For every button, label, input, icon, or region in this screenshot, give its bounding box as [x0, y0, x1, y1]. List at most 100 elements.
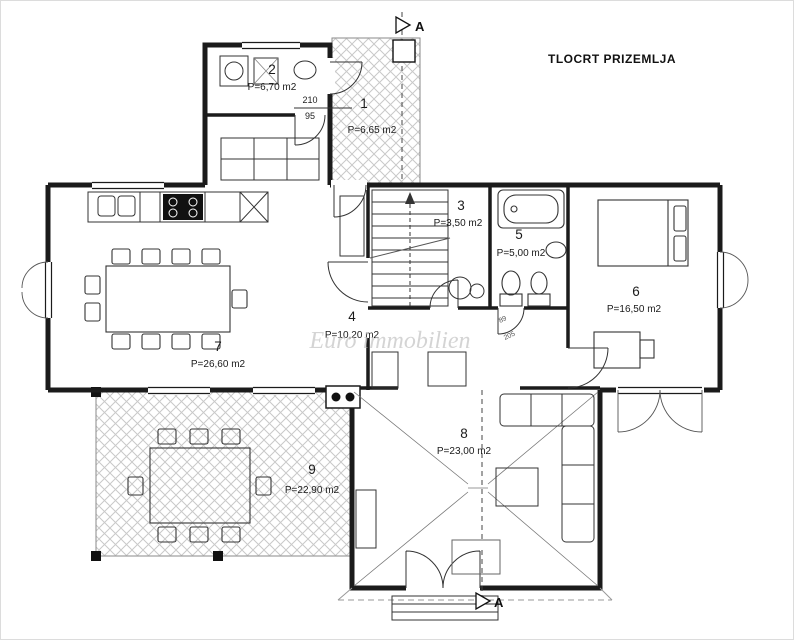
shutter-arcs	[719, 251, 749, 309]
dim-89: 89	[498, 315, 508, 325]
door-dimension: 210 95	[294, 95, 352, 121]
chair	[189, 428, 209, 445]
chair	[171, 248, 191, 265]
wardrobe	[220, 137, 320, 181]
hall-furniture	[339, 195, 467, 389]
dim-205: 205	[503, 330, 517, 341]
drawing-title: TLOCRT PRIZEMLJA	[548, 52, 676, 66]
chair	[231, 289, 248, 309]
bathroom5-fixtures	[497, 189, 567, 307]
pillow	[673, 235, 687, 262]
chair	[201, 333, 221, 350]
room-6-number: 6	[632, 284, 640, 299]
room-7-area: P=26,60 m2	[191, 359, 246, 370]
bidet	[527, 271, 551, 307]
room-5-number: 5	[515, 227, 523, 242]
sink	[545, 241, 567, 259]
column-square	[392, 39, 416, 63]
bedroom6-furniture	[593, 199, 689, 369]
doors	[294, 58, 609, 593]
terrace-post	[213, 551, 223, 561]
kitchen-counter	[87, 191, 269, 223]
livingroom8	[353, 391, 599, 587]
fridge	[239, 191, 269, 223]
chair	[189, 526, 209, 543]
room-8-number: 8	[460, 426, 468, 441]
stove	[163, 194, 203, 220]
window-left-wall	[21, 261, 53, 319]
door-mat	[451, 539, 501, 575]
room-4-number: 4	[348, 309, 356, 324]
hall-cabinet	[371, 351, 399, 389]
chair	[157, 526, 177, 543]
stair-direction-arrow	[405, 192, 415, 204]
dim-210: 210	[302, 95, 317, 105]
chair	[84, 302, 101, 322]
window-annex-top	[242, 40, 300, 50]
bed	[597, 199, 689, 267]
section-triangle-icon	[395, 15, 412, 35]
sink	[293, 60, 317, 80]
room-8-area: P=23,00 m2	[437, 446, 492, 457]
room-9-number: 9	[308, 462, 316, 477]
terrace-table-room9	[127, 428, 272, 543]
chair	[157, 428, 177, 445]
door-room6	[567, 347, 609, 389]
hall-cabinet	[427, 351, 467, 387]
tv-cabinet	[355, 489, 377, 549]
door-room8-exterior	[405, 550, 481, 593]
staircase	[369, 189, 451, 307]
desk	[593, 331, 655, 369]
bathtub	[497, 189, 565, 229]
shower	[253, 57, 279, 85]
toilet	[499, 270, 523, 307]
chair	[111, 248, 131, 265]
room-4-area: P=10,20 m2	[325, 330, 380, 341]
room2-fixtures	[219, 55, 320, 181]
chair	[221, 428, 241, 445]
interior-walls	[205, 113, 600, 390]
chair	[111, 333, 131, 350]
door-room3	[429, 279, 459, 309]
sofa	[499, 393, 595, 543]
room-2-area: P=6,70 m2	[248, 82, 297, 93]
door-room7-hall	[327, 261, 369, 303]
room-7-number: 7	[214, 339, 222, 354]
chair	[221, 526, 241, 543]
section-marker-bottom: A	[475, 390, 504, 611]
chair	[141, 333, 161, 350]
chair	[84, 275, 101, 295]
chair	[171, 333, 191, 350]
pillow	[673, 205, 687, 232]
room-6-area: P=16,50 m2	[607, 304, 662, 315]
room-1-number: 1	[360, 96, 368, 111]
chair	[127, 476, 144, 496]
ceiling-projection-lines	[353, 391, 599, 587]
room-3-number: 3	[457, 198, 465, 213]
section-triangle-icon	[475, 591, 492, 611]
room-labels: 2 P=6,70 m2 1 P=6,65 m2 3 P=3,50 m2 5 P=…	[191, 62, 662, 496]
watermark: Euro immobilien	[308, 328, 470, 354]
kitchen-sink	[97, 195, 136, 217]
room-5-area: P=5,00 m2	[497, 248, 546, 259]
door-room5	[497, 307, 525, 335]
window-bottom-left-1	[148, 385, 210, 395]
room3-fixtures	[448, 276, 485, 300]
section-label-top: A	[415, 19, 425, 34]
window-right-wall	[715, 251, 749, 309]
coffee-table	[495, 467, 539, 507]
dim-95: 95	[305, 111, 315, 121]
entrance-door	[331, 180, 367, 218]
chair	[255, 476, 272, 496]
eaves-corner	[337, 587, 613, 601]
room-3-area: P=3,50 m2	[434, 218, 483, 229]
door-room2-interior	[294, 114, 326, 146]
section-label-bottom: A	[494, 595, 504, 610]
washing-machine	[219, 55, 249, 87]
small-dims: 89 205	[498, 315, 517, 342]
dining-table-room7	[84, 248, 248, 350]
section-marker-top: A	[392, 12, 425, 183]
room-1-area: P=6,65 m2	[348, 125, 397, 136]
